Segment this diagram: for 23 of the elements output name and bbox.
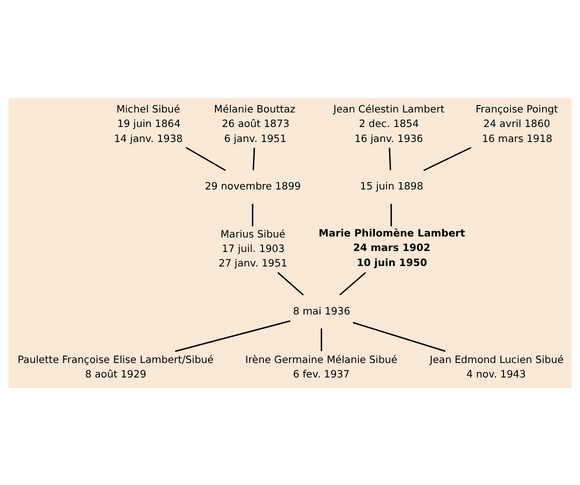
connector bbox=[423, 146, 472, 171]
connector bbox=[352, 321, 446, 352]
node-text: 8 mai 1936 bbox=[292, 306, 350, 317]
node-text: 29 novembre 1899 bbox=[204, 181, 301, 192]
connector bbox=[277, 272, 304, 295]
connector bbox=[252, 203, 254, 226]
node-text: Françoise Poingt 24 avril 1860 16 mars 1918 bbox=[476, 104, 558, 144]
connector bbox=[390, 203, 392, 226]
node-text: 15 juin 1898 bbox=[360, 181, 424, 192]
connector bbox=[339, 272, 366, 295]
connector bbox=[388, 147, 392, 170]
node-text: Irène Germaine Mélanie Sibué 6 fev. 1937 bbox=[245, 354, 398, 380]
node-text: Michel Sibué 19 juin 1864 14 janv. 1938 bbox=[114, 104, 183, 144]
connector bbox=[252, 147, 256, 170]
node-text: Marie Philomène Lambert 24 mars 1902 10 juin 1950 bbox=[318, 228, 466, 268]
node-text: Paulette Françoise Elise Lambert/Sibué 8 août 1929 bbox=[18, 354, 214, 380]
node-text: Jean Célestin Lambert 2 dec. 1854 16 janv. 1936 bbox=[333, 104, 444, 144]
connector bbox=[186, 146, 226, 171]
node-text: Mélanie Bouttaz 26 août 1873 6 janv. 1951 bbox=[214, 104, 296, 144]
connector bbox=[174, 320, 290, 352]
node-text: Jean Edmond Lucien Sibué 4 nov. 1943 bbox=[430, 354, 564, 380]
connector bbox=[320, 328, 322, 351]
node-text: Marius Sibué 17 juil. 1903 27 janv. 1951 bbox=[218, 228, 288, 270]
